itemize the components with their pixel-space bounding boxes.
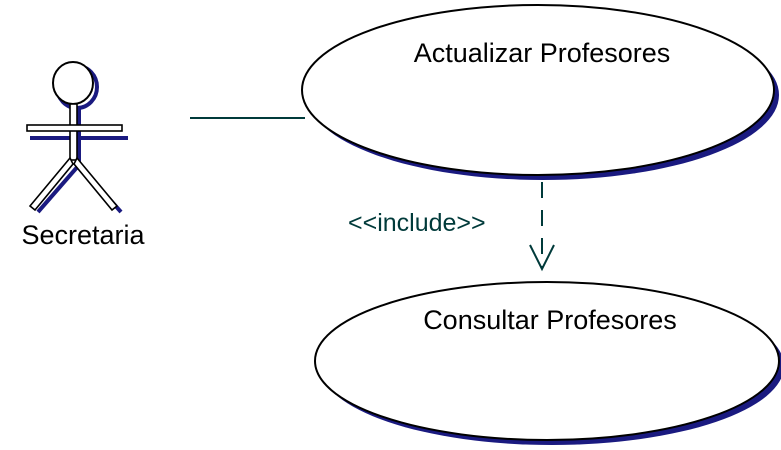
open-arrowhead-icon [529,244,555,272]
actor-label: Secretaria [21,220,145,250]
actor-icon [26,61,123,212]
use-case-label: Consultar Profesores [423,305,677,335]
use-case-consultar-profesores[interactable]: Consultar Profesores [314,281,781,445]
use-case-ellipse [314,281,780,441]
include-label: <<include>> [348,209,486,237]
actor-secretaria[interactable]: Secretaria [21,61,146,250]
use-case-actualizar-profesores[interactable]: Actualizar Profesores [301,4,779,180]
use-case-ellipse [301,4,775,176]
include-dependency[interactable]: <<include>> [348,182,555,272]
use-case-label: Actualizar Profesores [414,38,671,68]
